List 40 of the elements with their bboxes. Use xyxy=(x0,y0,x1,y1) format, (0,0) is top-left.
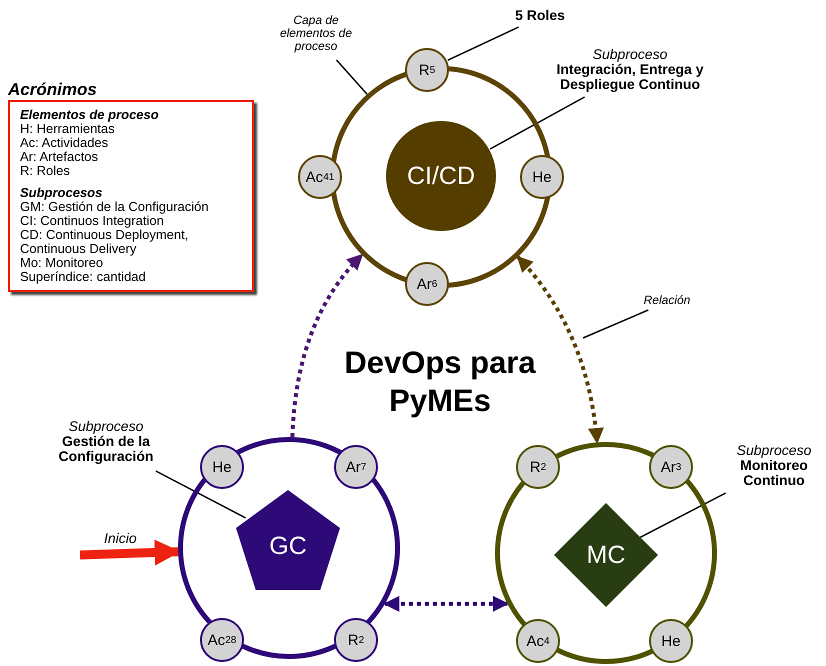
subprocess-diamond: MC xyxy=(554,503,658,607)
legend-entry: CI: Continuos Integration xyxy=(20,214,164,228)
dotted-arrow xyxy=(290,254,364,438)
element-circle: R$^{5}$ xyxy=(405,48,449,92)
subprocess-circle: CI/CD xyxy=(386,121,496,231)
legend-heading: Elementos de proceso xyxy=(20,108,160,122)
callout-label: Subproceso xyxy=(68,419,144,434)
legend-entry: H: Herramientas xyxy=(20,122,115,136)
callout-title: Monitoreo Continuo xyxy=(740,458,808,488)
dotted-arrow xyxy=(516,256,604,444)
leader-line xyxy=(640,492,726,538)
element-circle: He xyxy=(520,155,564,199)
legend-title: Acrónimos xyxy=(8,80,97,100)
diagram-title: DevOps para PyMEs xyxy=(343,344,537,420)
callout-title: Gestión de la Configuración xyxy=(58,434,154,464)
element-circle: Ar$^{6}$ xyxy=(405,262,449,306)
element-circle: Ac$^{41}$ xyxy=(298,155,342,199)
leader-line xyxy=(447,26,520,61)
leader-line xyxy=(336,60,368,95)
legend-entry: Ar: Artefactos xyxy=(20,150,100,164)
thick-arrow xyxy=(80,540,181,566)
edge-label: Inicio xyxy=(104,530,137,546)
annotation-text: Capa de elementos de proceso xyxy=(266,14,366,60)
legend-heading: Subprocesos xyxy=(20,186,104,200)
leader-line xyxy=(582,309,649,339)
leader-line xyxy=(490,96,585,150)
annotation-text: 5 Roles xyxy=(503,7,577,27)
legend-entry: GM: Gestión de la Configuración xyxy=(20,200,210,214)
legend-entry: Mo: Monitoreo xyxy=(20,256,104,270)
leader-line xyxy=(155,470,246,519)
subprocess-pentagon: GC xyxy=(236,490,340,590)
legend-entry: Superíndice: cantidad xyxy=(20,270,147,284)
legend-entry: Ac: Actividades xyxy=(20,136,110,150)
legend-entry: CD: Continuous Deployment, Continuous Delivery xyxy=(20,228,190,256)
callout-label: Subproceso xyxy=(736,443,812,458)
annotation-text: Relación xyxy=(632,294,702,310)
legend-entry: R: Roles xyxy=(20,164,71,178)
callout-label: Subproceso xyxy=(592,47,668,62)
callout-title: Integración, Entrega y Despliegue Continuo xyxy=(555,62,705,92)
dotted-arrow xyxy=(383,596,509,612)
